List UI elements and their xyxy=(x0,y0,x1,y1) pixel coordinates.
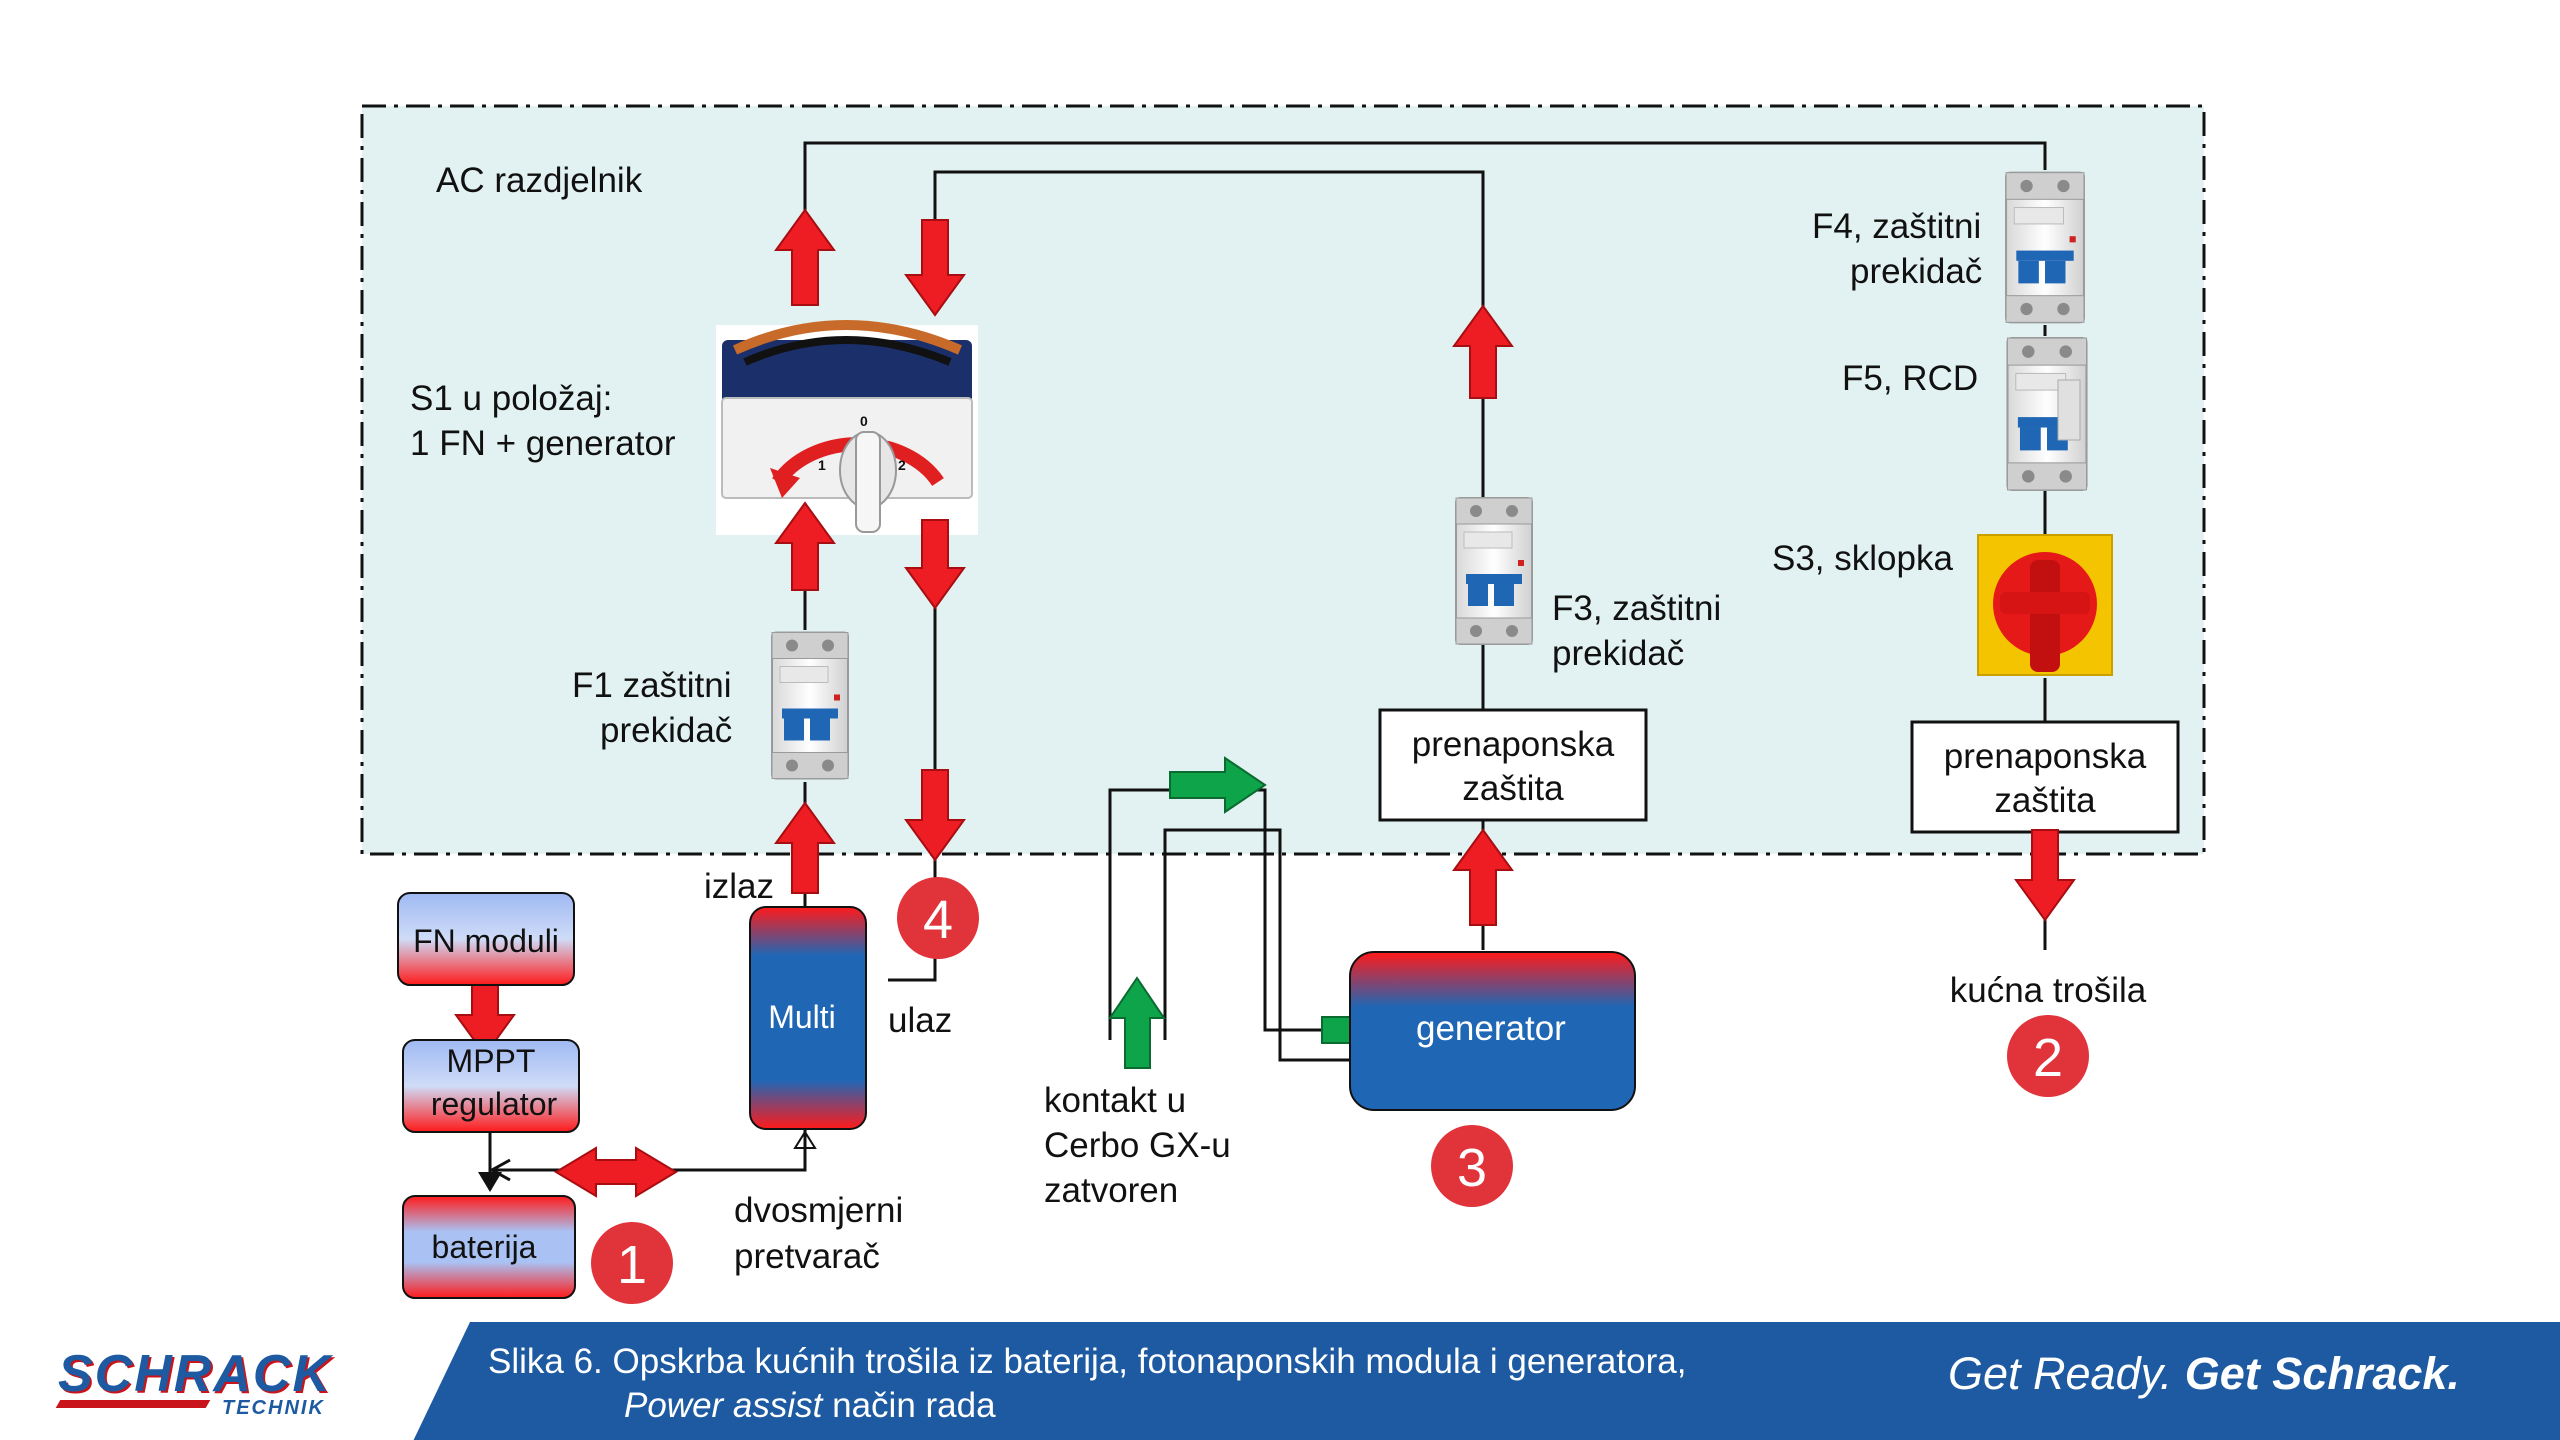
kontakt-line3: zatvoren xyxy=(1044,1171,1178,1210)
arrow-down-top-right xyxy=(904,219,966,317)
mppt-label-line2: regulator xyxy=(431,1086,558,1122)
s1-label-line1: S1 u položaj: xyxy=(410,379,612,418)
logo-sub-text: TECHNIK xyxy=(222,1397,325,1419)
f3-breaker xyxy=(1455,497,1533,645)
footer-bar: SCHRACK TECHNIK Slika 6. Opskrba kućnih … xyxy=(0,1322,2560,1440)
arrow-down-s1-right xyxy=(904,519,966,610)
surge2-line1: prenaponska xyxy=(1944,737,2147,776)
badge-3: 3 xyxy=(1431,1125,1513,1207)
generator-unit xyxy=(1349,951,1636,1111)
arrow-down-ulaz xyxy=(904,769,966,862)
surge-protection-box-1 xyxy=(1378,708,1648,822)
logo-main-text: SCHRACK xyxy=(58,1345,332,1403)
f4-label-line1: F4, zaštitni xyxy=(1812,207,1981,246)
surge1-line2: zaštita xyxy=(1462,769,1564,808)
badge-1-text: 1 xyxy=(617,1235,647,1295)
generator-label: generator xyxy=(1416,1009,1566,1048)
izlaz-label: izlaz xyxy=(704,867,774,906)
arrow-up-generator xyxy=(1452,828,1514,926)
s1-rotary-switch: 0 1 2 xyxy=(716,320,978,535)
logo-swoosh xyxy=(55,1400,211,1408)
dvosmjerni-label: dvosmjerni xyxy=(734,1191,903,1230)
kontakt-line1: kontakt u xyxy=(1044,1081,1186,1120)
badge-4: 4 xyxy=(897,877,979,959)
switch-pos-0: 0 xyxy=(860,413,868,429)
badge-3-text: 3 xyxy=(1457,1138,1487,1198)
s3-label: S3, sklopka xyxy=(1772,539,1953,578)
battery-box xyxy=(402,1195,576,1299)
arrow-up-f3 xyxy=(1452,304,1514,399)
arrow-bidirectional-battery xyxy=(554,1146,678,1198)
s3-isolator-switch xyxy=(1977,534,2113,676)
f4-breaker xyxy=(2005,171,2085,324)
kontakt-line2: Cerbo GX-u xyxy=(1044,1126,1231,1165)
f1-label-line1: F1 zaštitni xyxy=(572,666,732,705)
ac-distribution-box xyxy=(360,104,2206,856)
battery-label: baterija xyxy=(432,1229,537,1265)
mppt-label-line1: MPPT xyxy=(447,1043,536,1079)
badge-4-text: 4 xyxy=(923,890,953,950)
pretvarac-label: pretvarač xyxy=(734,1237,880,1276)
surge-protection-box-2 xyxy=(1910,720,2180,834)
caption-line2: Power assist način rada xyxy=(624,1386,996,1426)
ulaz-label: ulaz xyxy=(888,1001,952,1040)
household-loads-label: kućna trošila xyxy=(1950,971,2147,1010)
fn-modules-label: FN moduli xyxy=(413,923,559,959)
arrow-up-top-left xyxy=(774,208,836,306)
f1-label-line2: prekidač xyxy=(600,711,732,750)
multi-inverter xyxy=(749,906,867,1130)
arrow-up-s1-left xyxy=(774,501,836,591)
surge2-line2: zaštita xyxy=(1994,781,2096,820)
f4-label-line2: prekidač xyxy=(1850,252,1982,291)
switch-pos-1: 1 xyxy=(818,457,826,473)
s1-label-line2: 1 FN + generator xyxy=(410,424,676,463)
f3-label-line2: prekidač xyxy=(1552,634,1684,673)
ac-box-label: AC razdjelnik xyxy=(436,161,643,200)
f5-rcd xyxy=(2006,337,2088,491)
arrow-green-up-contact xyxy=(1108,976,1166,1069)
arrow-green-right-top xyxy=(1169,756,1267,814)
badge-1: 1 xyxy=(591,1222,673,1304)
slogan-part1: Get Ready. xyxy=(1948,1348,2185,1399)
caption-rest-part: način rada xyxy=(822,1386,996,1425)
mppt-box xyxy=(402,1039,580,1133)
multi-label: Multi xyxy=(768,999,836,1035)
surge1-line1: prenaponska xyxy=(1412,725,1615,764)
slogan: Get Ready. Get Schrack. xyxy=(1948,1348,2460,1400)
caption-line1: Slika 6. Opskrba kućnih trošila iz bater… xyxy=(488,1342,1687,1381)
badge-2: 2 xyxy=(2007,1015,2089,1097)
caption-italic-part: Power assist xyxy=(624,1386,823,1425)
badge-2-text: 2 xyxy=(2033,1028,2063,1088)
arrow-up-izlaz xyxy=(774,801,836,894)
f5-label: F5, RCD xyxy=(1842,359,1978,398)
switch-pos-2: 2 xyxy=(898,457,906,473)
fn-modules-box xyxy=(397,892,575,986)
f1-breaker xyxy=(770,631,850,780)
arrow-down-loads xyxy=(2014,829,2076,922)
slogan-part2: Get Schrack. xyxy=(2184,1348,2460,1399)
red-power-arrows xyxy=(454,208,2076,1198)
schrack-logo: SCHRACK TECHNIK xyxy=(0,1322,470,1440)
f3-label-line1: F3, zaštitni xyxy=(1552,589,1721,628)
